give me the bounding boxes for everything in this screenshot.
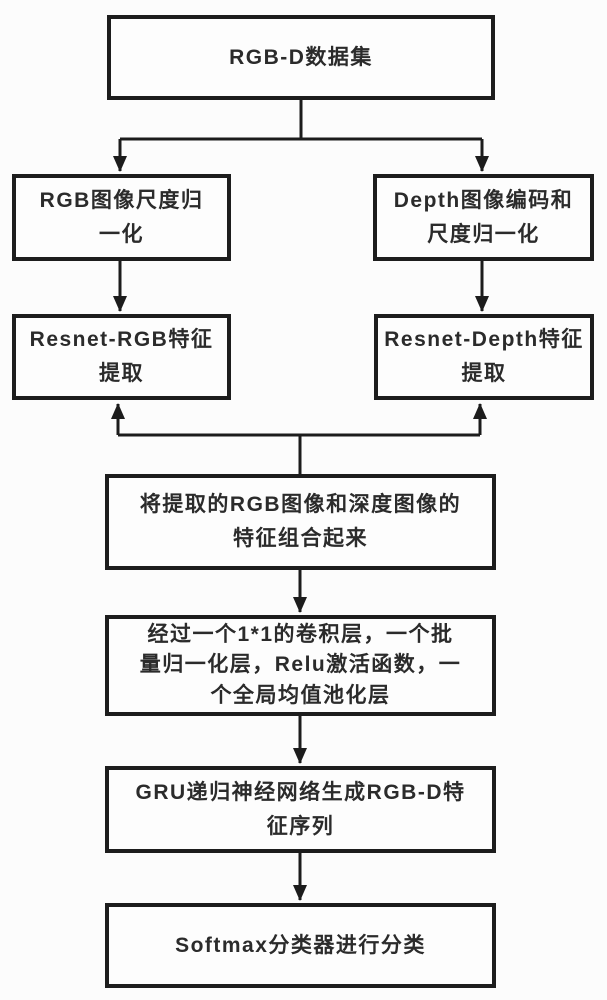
node-gru-sequence: GRU递归神经网络生成RGB-D特 征序列 (105, 766, 496, 853)
node-rgb-normalization: RGB图像尺度归 一化 (12, 174, 231, 261)
node-feature-merge: 将提取的RGB图像和深度图像的 特征组合起来 (105, 474, 496, 570)
node-feature-merge-label: 将提取的RGB图像和深度图像的 特征组合起来 (139, 493, 462, 550)
node-resnet-depth-extraction: Resnet-Depth特征 提取 (374, 314, 594, 400)
node-resnet-rgb-extraction: Resnet-RGB特征 提取 (12, 314, 231, 400)
node-gru-sequence-label: GRU递归神经网络生成RGB-D特 征序列 (135, 780, 466, 838)
node-softmax-classifier-label: Softmax分类器进行分类 (175, 933, 426, 957)
node-resnet-depth-extraction-label: Resnet-Depth特征 提取 (384, 328, 584, 385)
node-depth-encoding: Depth图像编码和 尺度归一化 (373, 174, 594, 261)
node-softmax-classifier: Softmax分类器进行分类 (105, 903, 496, 988)
node-dataset-label: RGB-D数据集 (229, 45, 373, 69)
node-depth-encoding-label: Depth图像编码和 尺度归一化 (393, 188, 574, 246)
node-dataset: RGB-D数据集 (107, 15, 495, 100)
node-rgb-normalization-label: RGB图像尺度归 一化 (39, 188, 204, 246)
node-conv-bn-relu-pool-label: 经过一个1*1的卷积层，一个批 量归一化层，Relu激活函数，一 个全局均值池化… (139, 622, 462, 707)
node-conv-bn-relu-pool: 经过一个1*1的卷积层，一个批 量归一化层，Relu激活函数，一 个全局均值池化… (105, 615, 496, 716)
node-resnet-rgb-extraction-label: Resnet-RGB特征 提取 (29, 328, 214, 385)
